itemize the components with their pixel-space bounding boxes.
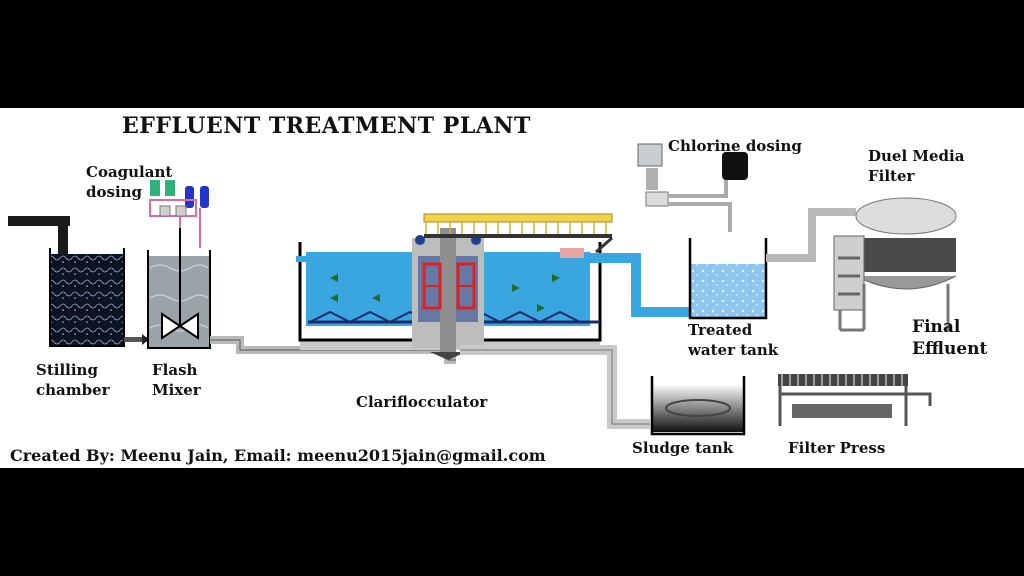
label-treated-line-1: Treated — [688, 321, 753, 339]
label-coagulant-line-2: dosing — [86, 183, 143, 201]
diagram-frame: EFFLUENT TREATMENT PLANT Coagulant dosin… — [0, 108, 1024, 468]
label-coagulant-dosing: Coagulant dosing — [86, 162, 172, 202]
label-flash-mixer: Flash Mixer — [152, 360, 201, 400]
label-dual-media-filter: Duel Media Filter — [868, 146, 964, 186]
label-treated-line-2: water tank — [688, 341, 779, 359]
process-diagram — [8, 143, 957, 436]
dual-media-filter — [833, 197, 957, 332]
label-dmf-line-1: Duel Media — [868, 147, 965, 165]
credit-line: Created By: Meenu Jain, Email: meenu2015… — [10, 446, 546, 465]
label-flash-line-1: Flash — [152, 361, 198, 379]
treated-water-tank — [688, 238, 768, 320]
pipe-to-filter — [766, 208, 856, 262]
label-treated-water-tank: Treated water tank — [688, 320, 778, 360]
label-final-line-1: Final — [912, 317, 961, 337]
label-chlorine-dosing: Chlorine dosing — [668, 137, 802, 155]
label-filter-press: Filter Press — [788, 439, 886, 457]
pipe-stilling-to-mixer — [124, 334, 149, 345]
diagram-title: EFFLUENT TREATMENT PLANT — [122, 113, 531, 139]
sludge-tank — [650, 376, 746, 436]
chlorine-dosing-unit — [637, 143, 748, 232]
outlet-pipe — [590, 253, 690, 317]
inlet-pipe — [8, 216, 70, 254]
label-stilling-line-1: Stilling — [36, 361, 98, 379]
flash-mixer — [147, 228, 211, 349]
label-final-line-2: Effluent — [912, 339, 988, 359]
label-clariflocculator: Clariflocculator — [356, 393, 488, 411]
label-sludge-tank: Sludge tank — [632, 439, 734, 457]
clariflocculator — [296, 228, 602, 360]
sludge-pipe — [460, 345, 650, 429]
label-flash-line-2: Mixer — [152, 381, 201, 399]
label-stilling-line-2: chamber — [36, 381, 110, 399]
label-coagulant-line-1: Coagulant — [86, 163, 173, 181]
filter-press — [778, 374, 932, 426]
clarifier-bridge — [423, 213, 613, 254]
label-dmf-line-2: Filter — [868, 167, 915, 185]
label-stilling-chamber: Stilling chamber — [36, 360, 110, 400]
label-final-effluent: Final Effluent — [912, 316, 987, 360]
stilling-chamber — [49, 248, 125, 347]
